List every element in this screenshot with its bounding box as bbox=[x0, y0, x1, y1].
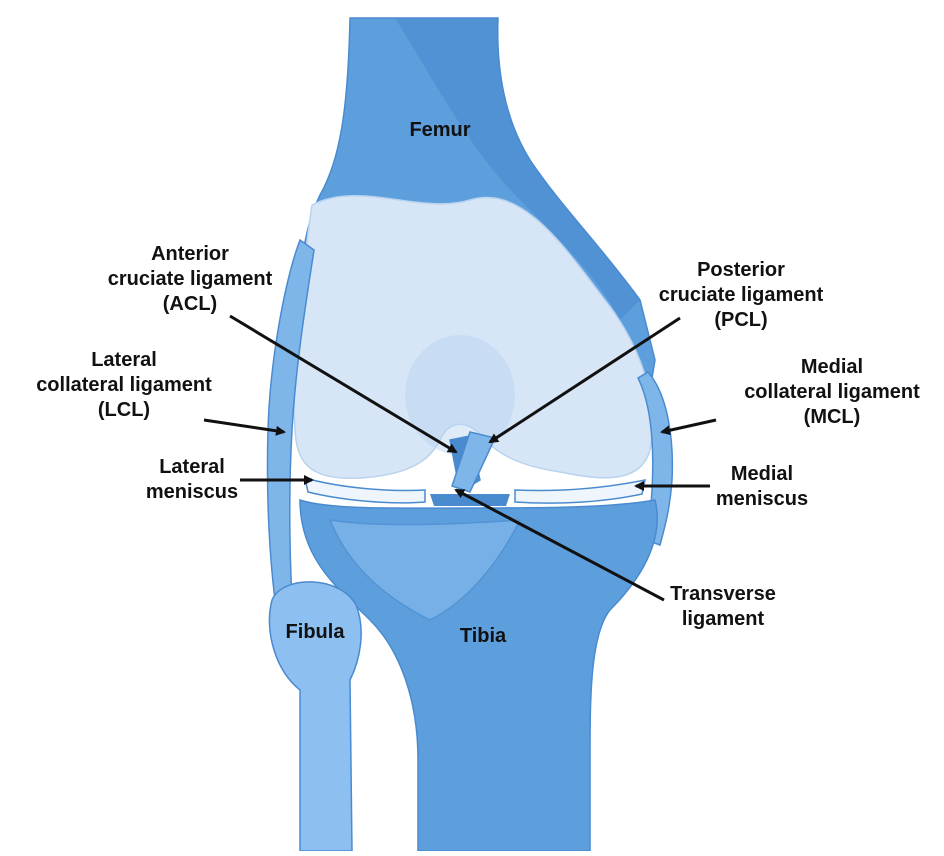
label-medial-meniscus-line-1: Medial bbox=[716, 462, 808, 487]
label-lcl-line-3: (LCL) bbox=[36, 398, 212, 423]
label-pcl-line-3: (PCL) bbox=[659, 308, 824, 333]
label-tibia-text: Tibia bbox=[460, 624, 506, 649]
label-pcl-line-1: Posterior bbox=[659, 258, 824, 283]
label-fibula-text: Fibula bbox=[286, 620, 345, 645]
label-mcl: Medial collateral ligament (MCL) bbox=[744, 355, 920, 430]
label-fibula: Fibula bbox=[286, 620, 345, 645]
label-femur: Femur bbox=[409, 118, 470, 143]
label-medial-meniscus: Medial meniscus bbox=[716, 462, 808, 512]
label-lcl-line-1: Lateral bbox=[36, 348, 212, 373]
label-lateral-meniscus-line-2: meniscus bbox=[146, 480, 238, 505]
label-mcl-line-2: collateral ligament bbox=[744, 380, 920, 405]
label-mcl-line-1: Medial bbox=[744, 355, 920, 380]
label-lateral-meniscus: Lateral meniscus bbox=[146, 455, 238, 505]
lateral-meniscus bbox=[305, 478, 425, 503]
label-transverse-line-2: ligament bbox=[670, 607, 776, 632]
label-transverse-line-1: Transverse bbox=[670, 582, 776, 607]
label-acl-line-2: cruciate ligament bbox=[108, 267, 273, 292]
label-transverse-ligament: Transverse ligament bbox=[670, 582, 776, 632]
label-acl-line-3: (ACL) bbox=[108, 292, 273, 317]
label-lcl-line-2: collateral ligament bbox=[36, 373, 212, 398]
label-pcl: Posterior cruciate ligament (PCL) bbox=[659, 258, 824, 333]
label-lcl: Lateral collateral ligament (LCL) bbox=[36, 348, 212, 423]
medial-meniscus bbox=[515, 480, 645, 503]
label-pcl-line-2: cruciate ligament bbox=[659, 283, 824, 308]
label-lateral-meniscus-line-1: Lateral bbox=[146, 455, 238, 480]
label-mcl-line-3: (MCL) bbox=[744, 405, 920, 430]
label-acl-line-1: Anterior bbox=[108, 242, 273, 267]
label-tibia: Tibia bbox=[460, 624, 506, 649]
label-medial-meniscus-line-2: meniscus bbox=[716, 487, 808, 512]
label-femur-text: Femur bbox=[409, 118, 470, 143]
label-acl: Anterior cruciate ligament (ACL) bbox=[108, 242, 273, 317]
